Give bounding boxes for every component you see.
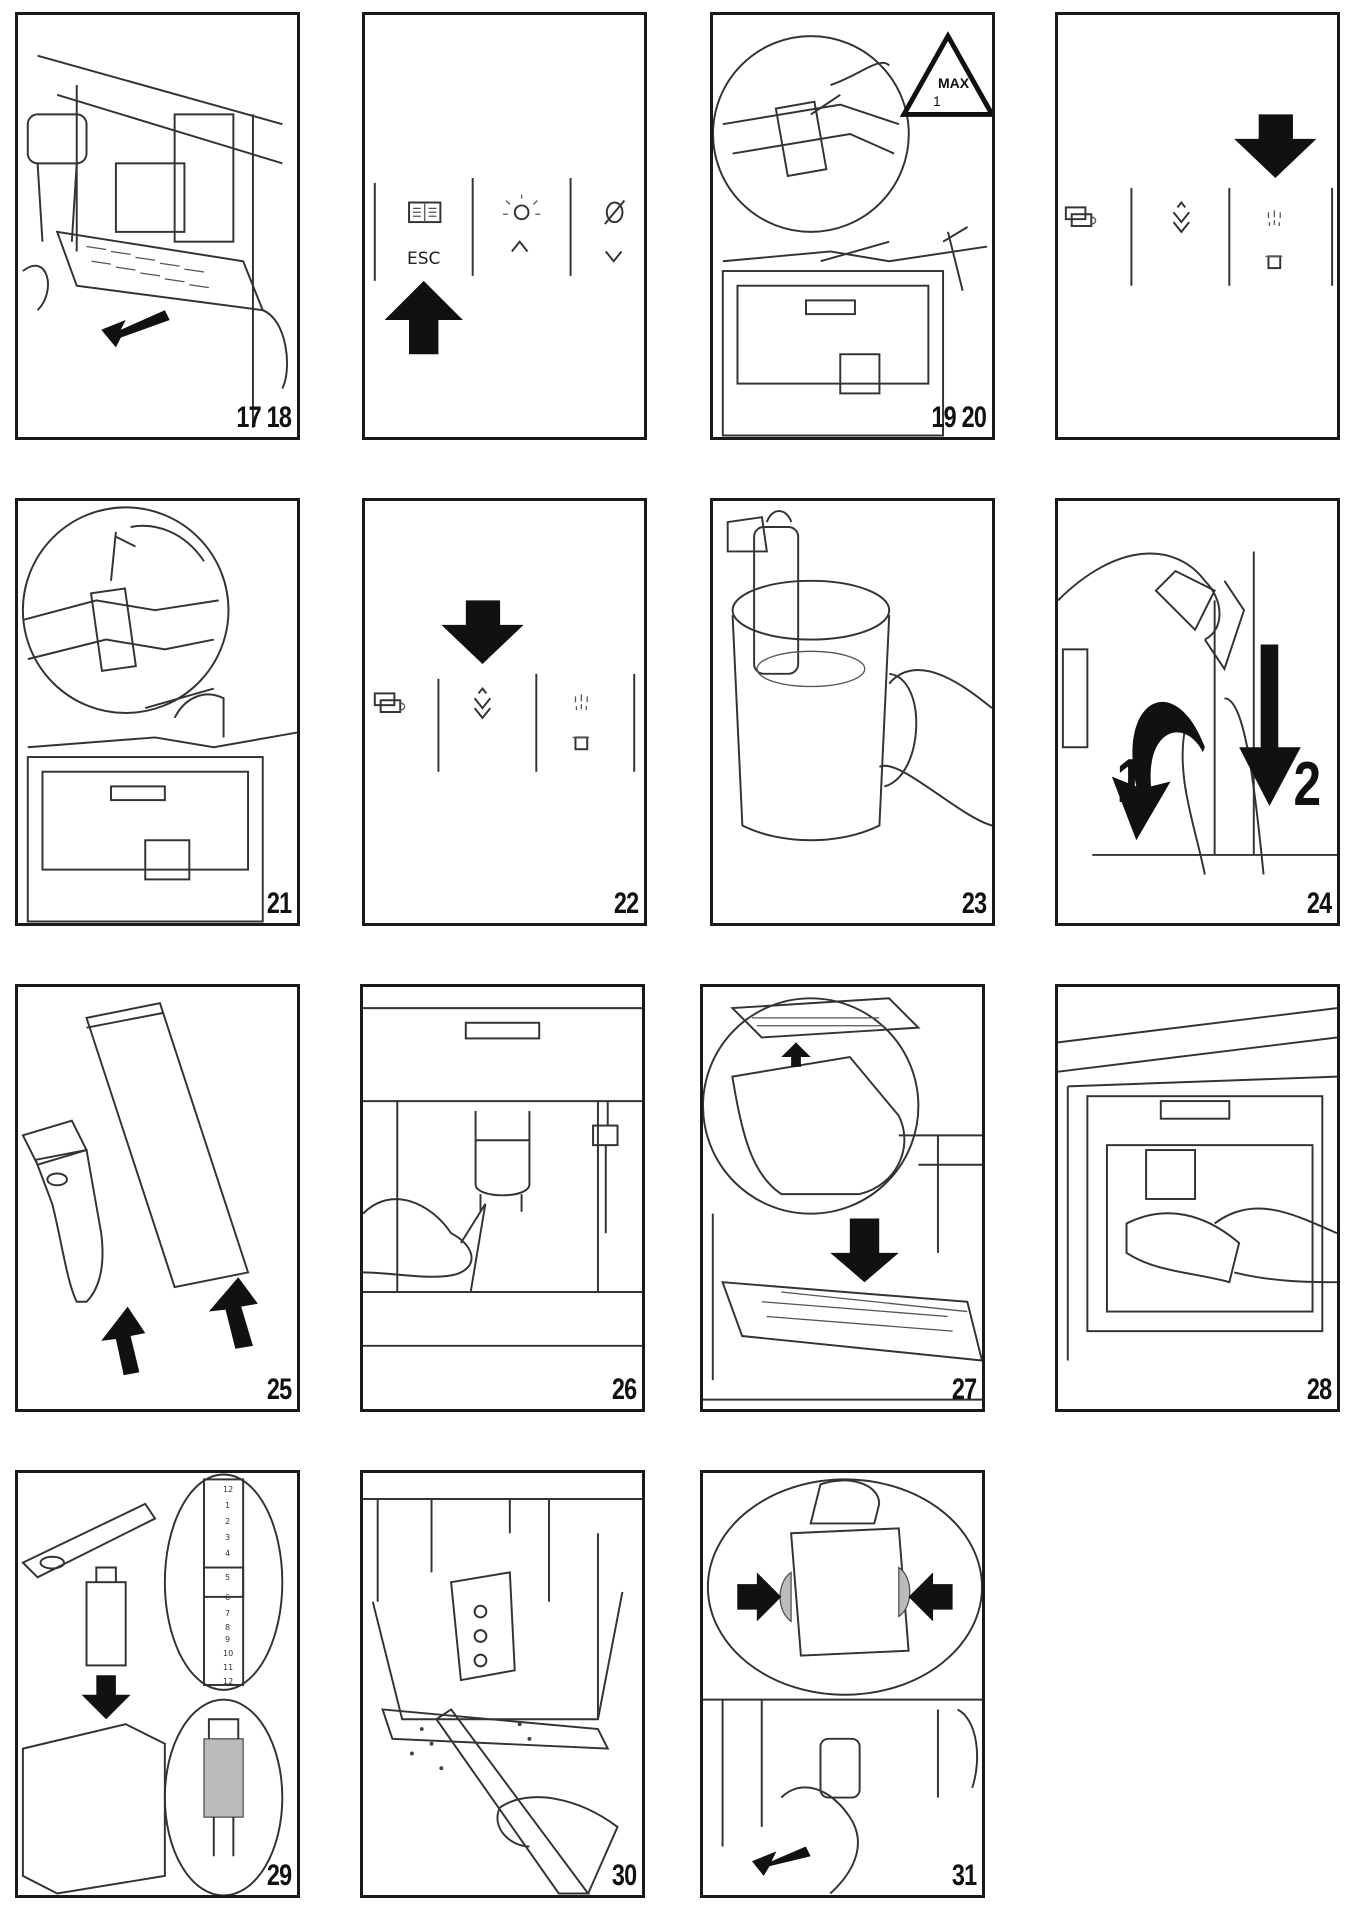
light-icon	[503, 194, 541, 253]
descale-icon	[473, 686, 492, 720]
figure-number: 22	[613, 887, 639, 920]
figure-28: 28	[1055, 984, 1340, 1412]
add-cleaning-tablet-illustration	[713, 31, 992, 437]
figure-21: 21	[15, 498, 300, 926]
scale-label: 3	[225, 1533, 231, 1542]
scale-label: 5	[225, 1573, 231, 1582]
figure-number: 29	[266, 1859, 292, 1892]
scale-label: 2	[225, 1517, 231, 1526]
rotation-step-1: 1	[1116, 747, 1145, 816]
drip-tray-removal-illustration	[22, 54, 289, 428]
cup-change-icon	[1064, 206, 1097, 227]
scale-label: 11	[223, 1663, 234, 1672]
figure-17-18: 17 18	[15, 12, 300, 440]
water-filter-setting-illustration	[21, 1473, 284, 1895]
figure-number: 27	[951, 1373, 977, 1406]
descale-icon	[1172, 200, 1190, 234]
figure-22: 22	[362, 498, 647, 926]
display-panel-esc-illustration	[373, 178, 626, 355]
bean-off-icon	[604, 199, 626, 263]
scale-label: 6	[225, 1593, 231, 1602]
figure-number: 21	[266, 887, 292, 920]
figure-26: 26	[360, 984, 645, 1412]
figure-27: 27	[700, 984, 985, 1412]
steam-icon	[1267, 210, 1281, 226]
figure-19-20: MAX 1 19 20	[710, 12, 995, 440]
scale-label: 4	[225, 1549, 231, 1558]
rotation-step-2: 2	[1293, 750, 1322, 819]
milk-nozzle-parts-illustration	[21, 1002, 258, 1376]
milk-container-cleaning-illustration	[726, 510, 992, 842]
arrow-icon	[384, 280, 463, 355]
scale-label: 12	[223, 1485, 234, 1494]
figure-number: 23	[961, 887, 987, 920]
add-milk-cleaner-illustration	[21, 506, 297, 923]
steam-icon	[574, 694, 588, 711]
scale-label: 9	[225, 1635, 231, 1644]
figure-number: 17 18	[236, 401, 291, 434]
figure-number: 30	[611, 1859, 637, 1892]
clean-coffee-outlet-illustration	[363, 1007, 642, 1347]
display-panel-milk-clean-illustration	[373, 600, 636, 772]
menu-icon	[408, 201, 442, 224]
scale-label: 7	[225, 1609, 231, 1618]
figure-25: 25	[15, 984, 300, 1412]
figure-display-descale	[1055, 12, 1340, 440]
remove-milk-nozzle-illustration	[1058, 551, 1337, 875]
figure-29: 12 1 2 3 4 5 6 7 8 9 10 11 12 29	[15, 1470, 300, 1898]
display-panel-descale-illustration	[1064, 114, 1334, 286]
figure-number: 31	[951, 1859, 977, 1892]
figure-number: 24	[1306, 887, 1332, 920]
figure-24: 1 2 24	[1055, 498, 1340, 926]
remove-brewing-unit-illustration	[703, 1478, 982, 1895]
arrow-icon	[1234, 114, 1317, 179]
cup-icon	[572, 736, 590, 751]
arrow-icon	[441, 600, 524, 665]
figure-number: 28	[1306, 1373, 1332, 1406]
scale-label: 10	[223, 1649, 234, 1658]
scale-label: 8	[225, 1623, 231, 1632]
clean-drip-tray-illustration	[703, 997, 982, 1401]
figure-number: 25	[266, 1373, 292, 1406]
scale-label: 12	[223, 1677, 234, 1686]
figure-display-esc: ESC	[362, 12, 647, 440]
scale-label: 1	[225, 1501, 231, 1510]
arrow-icon	[81, 1675, 131, 1720]
amount-label: 1	[933, 93, 941, 109]
vacuum-brewing-unit-illustration	[363, 1498, 642, 1895]
warning-sign-icon	[899, 31, 992, 117]
figure-number: 19 20	[931, 401, 986, 434]
esc-label: ESC	[407, 249, 441, 269]
cup-change-icon	[373, 692, 406, 713]
figure-30: 30	[360, 1470, 645, 1898]
figure-23: 23	[710, 498, 995, 926]
cup-icon	[1265, 255, 1283, 270]
figure-number: 26	[611, 1373, 637, 1406]
max-label: MAX	[938, 75, 970, 91]
wipe-coffee-machine-illustration	[1058, 1007, 1337, 1361]
figure-31: 31	[700, 1470, 985, 1898]
